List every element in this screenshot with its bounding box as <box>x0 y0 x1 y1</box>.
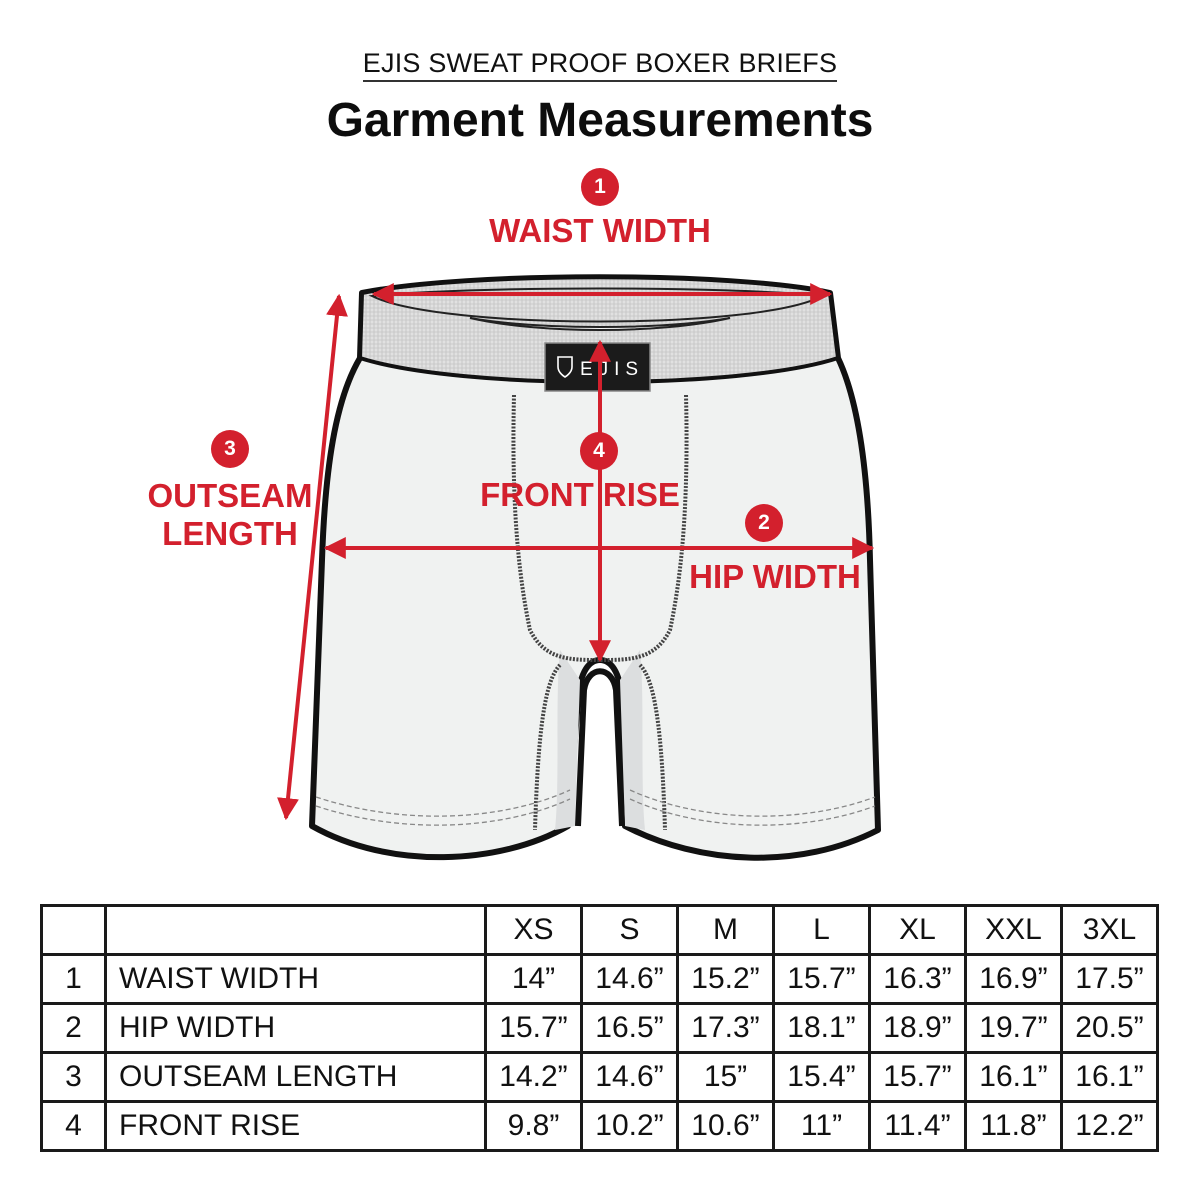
boxer-brief-diagram: EJIS <box>277 274 881 861</box>
value-cell: 15.7” <box>868 1051 967 1103</box>
row-number: 2 <box>40 1002 107 1054</box>
value-cell: 16.9” <box>964 953 1063 1005</box>
header-label-cell <box>104 904 487 956</box>
callout-front-rise: FRONT RISE <box>480 476 680 513</box>
header-size-xs: XS <box>484 904 583 956</box>
header-size-3xl: 3XL <box>1060 904 1159 956</box>
callout-waist-width: WAIST WIDTH <box>489 212 711 249</box>
row-number: 3 <box>40 1051 107 1103</box>
value-cell: 15.4” <box>772 1051 871 1103</box>
table-row: 2 HIP WIDTH 15.7” 16.5” 17.3” 18.1” 18.9… <box>40 1002 1159 1054</box>
row-number: 4 <box>40 1100 107 1152</box>
value-cell: 14.6” <box>580 1051 679 1103</box>
value-cell: 17.5” <box>1060 953 1159 1005</box>
row-label: HIP WIDTH <box>104 1002 487 1054</box>
table-header-row: XS S M L XL XXL 3XL <box>40 904 1159 956</box>
callout-1-badge: 1 <box>581 168 619 206</box>
table-row: 4 FRONT RISE 9.8” 10.2” 10.6” 11” 11.4” … <box>40 1100 1159 1152</box>
value-cell: 16.5” <box>580 1002 679 1054</box>
size-chart-table: XS S M L XL XXL 3XL 1 WAIST WIDTH 14” 14… <box>40 904 1159 1152</box>
row-label: OUTSEAM LENGTH <box>104 1051 487 1103</box>
product-subtitle: EJIS SWEAT PROOF BOXER BRIEFS <box>0 48 1200 82</box>
header-size-m: M <box>676 904 775 956</box>
callout-outseam-length: OUTSEAM LENGTH <box>147 477 313 552</box>
value-cell: 18.1” <box>772 1002 871 1054</box>
header-size-xxl: XXL <box>964 904 1063 956</box>
value-cell: 14” <box>484 953 583 1005</box>
callout-4-badge: 4 <box>580 432 618 470</box>
value-cell: 14.2” <box>484 1051 583 1103</box>
callout-3-badge: 3 <box>211 430 249 468</box>
callout-2-badge: 2 <box>745 504 783 542</box>
value-cell: 19.7” <box>964 1002 1063 1054</box>
value-cell: 9.8” <box>484 1100 583 1152</box>
header-size-l: L <box>772 904 871 956</box>
header-size-s: S <box>580 904 679 956</box>
value-cell: 15.2” <box>676 953 775 1005</box>
value-cell: 17.3” <box>676 1002 775 1054</box>
value-cell: 18.9” <box>868 1002 967 1054</box>
row-label: WAIST WIDTH <box>104 953 487 1005</box>
value-cell: 15” <box>676 1051 775 1103</box>
value-cell: 16.1” <box>964 1051 1063 1103</box>
value-cell: 11” <box>772 1100 871 1152</box>
value-cell: 20.5” <box>1060 1002 1159 1054</box>
callout-hip-width: HIP WIDTH <box>689 558 861 595</box>
table-row: 1 WAIST WIDTH 14” 14.6” 15.2” 15.7” 16.3… <box>40 953 1159 1005</box>
value-cell: 16.3” <box>868 953 967 1005</box>
row-label: FRONT RISE <box>104 1100 487 1152</box>
header-num-cell <box>40 904 107 956</box>
value-cell: 11.4” <box>868 1100 967 1152</box>
value-cell: 15.7” <box>772 953 871 1005</box>
value-cell: 12.2” <box>1060 1100 1159 1152</box>
value-cell: 15.7” <box>484 1002 583 1054</box>
row-number: 1 <box>40 953 107 1005</box>
value-cell: 16.1” <box>1060 1051 1159 1103</box>
value-cell: 10.2” <box>580 1100 679 1152</box>
value-cell: 11.8” <box>964 1100 1063 1152</box>
brand-tag-text: EJIS <box>580 359 644 380</box>
value-cell: 10.6” <box>676 1100 775 1152</box>
table-row: 3 OUTSEAM LENGTH 14.2” 14.6” 15” 15.4” 1… <box>40 1051 1159 1103</box>
value-cell: 14.6” <box>580 953 679 1005</box>
page-title: Garment Measurements <box>326 94 874 147</box>
outseam-length-arrow <box>277 293 348 821</box>
header-size-xl: XL <box>868 904 967 956</box>
